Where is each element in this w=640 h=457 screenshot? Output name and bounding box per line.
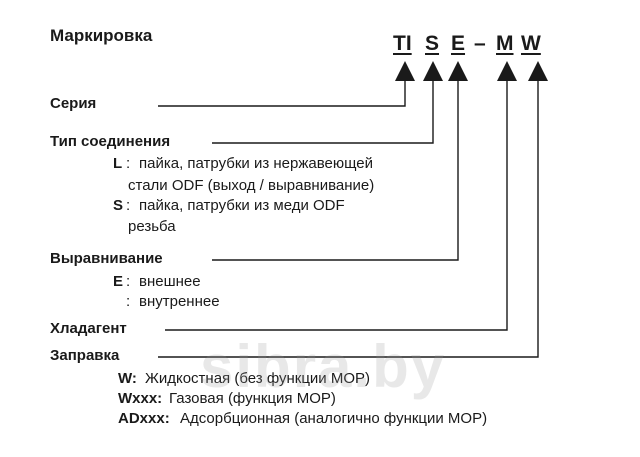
equalization-sep-e: : (126, 273, 131, 290)
charge-text-adsorption: Адсорбционная (аналогично функции MOP) (180, 410, 488, 427)
connection-text-s: пайка, патрубки из меди ODF (139, 197, 345, 214)
label-charge: Заправка (50, 347, 120, 364)
charge-key-adxxx: ADxxx: (118, 410, 170, 427)
equalization-text-external: внешнее (139, 273, 201, 290)
label-equalization: Выравнивание (50, 250, 163, 267)
code-refrigerant: M (496, 32, 514, 55)
charge-text-liquid: Жидкостная (без функции MOP) (145, 370, 371, 387)
arrow-charge (528, 61, 548, 81)
watermark: sibra.by (200, 333, 447, 400)
connection-text-s-cont: резьба (128, 218, 176, 235)
line-refrigerant (165, 81, 508, 331)
connection-key-s: S (113, 197, 124, 214)
line-series (158, 81, 406, 107)
connection-text-l-cont: стали ODF (выход / выравнивание) (128, 177, 375, 194)
arrow-heads (395, 61, 548, 81)
code-charge: W (521, 32, 541, 55)
code-connection: S (425, 32, 440, 55)
charge-key-w: W: (118, 370, 137, 387)
line-equalization (212, 81, 459, 261)
connection-text-l: пайка, патрубки из нержавеющей (139, 155, 374, 172)
arrow-connection (423, 61, 443, 81)
label-refrigerant: Хладагент (50, 320, 127, 337)
line-connection (212, 81, 434, 144)
connection-sep-l: : (126, 155, 131, 172)
arrow-refrigerant (497, 61, 517, 81)
label-series: Серия (50, 95, 97, 112)
arrow-series (395, 61, 415, 81)
code-equalization: E (451, 32, 466, 55)
page-title: Маркировка (50, 26, 153, 45)
equalization-text-internal: внутреннее (139, 293, 220, 310)
connection-key-l: L (113, 155, 123, 172)
charge-key-wxxx: Wxxx: (118, 390, 163, 407)
connection-sep-s: : (126, 197, 131, 214)
code-series: TI (393, 32, 412, 55)
charge-text-gas: Газовая (функция MOP) (169, 390, 336, 407)
arrow-equalization (448, 61, 468, 81)
label-connection: Тип соединения (50, 133, 171, 150)
equalization-key-e: E (113, 273, 124, 290)
line-charge (158, 81, 539, 358)
equalization-sep-internal: : (126, 293, 131, 310)
code-dash: – (474, 32, 486, 55)
